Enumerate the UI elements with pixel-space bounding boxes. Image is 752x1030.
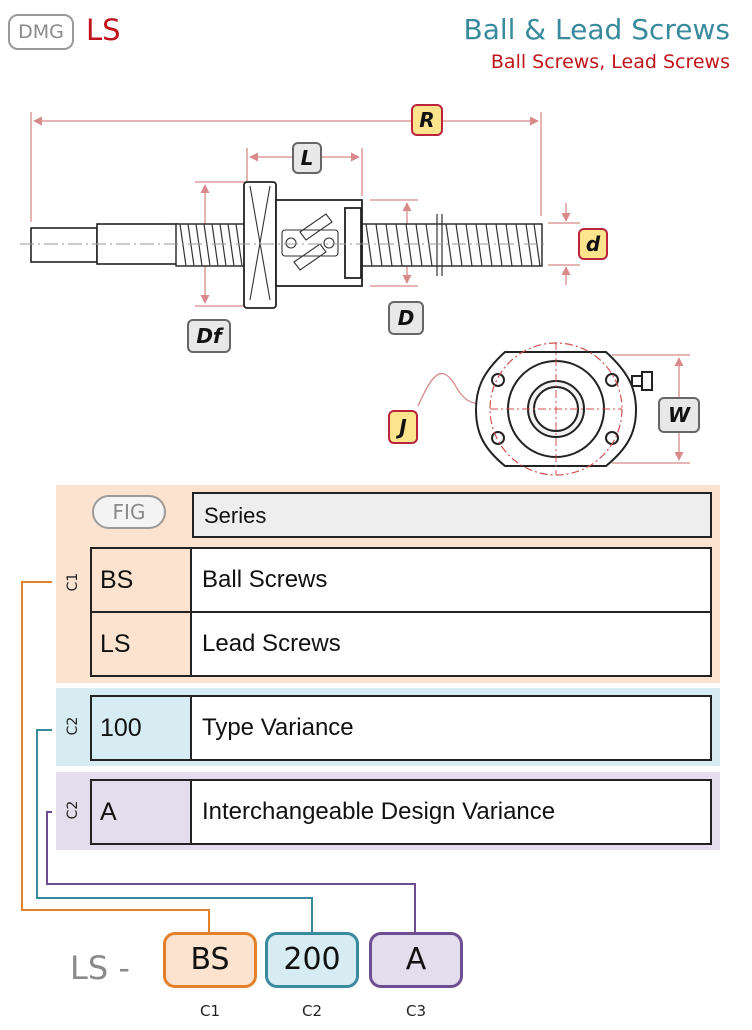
dim-tag-W: W [658,397,700,433]
column-label-c2: C2 [301,1002,323,1020]
table-row: A Interchangeable Design Variance [90,779,712,845]
row-description: Interchangeable Design Variance [192,781,710,843]
connector-lines [21,581,416,932]
row-code: 100 [92,697,192,759]
part-code-box-c3: A [369,932,463,988]
series-header: Series [192,492,712,538]
row-description: Ball Screws [192,549,710,611]
column-label-c3: C3 [405,1002,427,1020]
dim-tag-L: L [292,142,322,174]
row-code: LS [92,613,192,675]
part-code-box-c2: 200 [265,932,359,988]
column-label-c1: C1 [199,1002,221,1020]
table-row: LS Lead Screws [90,611,712,677]
fig-label: FIG [92,495,166,529]
dim-tag-D: D [388,301,424,335]
page-subtitle: Ball Screws, Lead Screws [490,51,730,73]
ball-screw-drawing [20,112,690,476]
brand-badge: DMG [8,14,74,50]
row-code: A [92,781,192,843]
dim-tag-Df: Df [187,319,231,353]
dim-tag-J: J [388,410,418,444]
table-row: 100 Type Variance [90,695,712,761]
part-code-box-c1: BS [163,932,257,988]
part-number-prefix: LS - [70,949,130,987]
page-title: Ball & Lead Screws [463,13,730,46]
row-description: Type Variance [192,697,710,759]
dim-tag-R: R [411,104,443,136]
row-description: Lead Screws [192,613,710,675]
dim-tag-d: d [578,228,608,260]
product-code: LS [86,13,121,47]
row-code: BS [92,549,192,611]
